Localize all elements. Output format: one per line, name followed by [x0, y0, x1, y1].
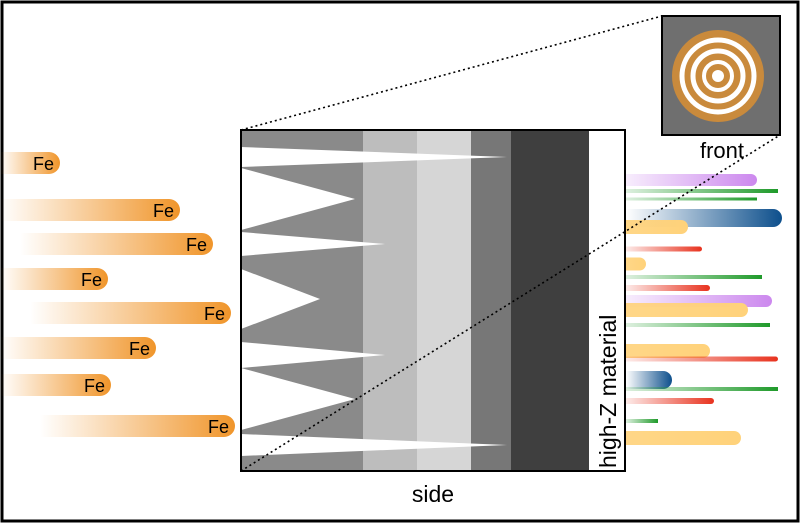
fragment-track-icon [626, 189, 778, 193]
fragment-track-icon [626, 303, 748, 317]
ion-label: Fe [186, 235, 207, 255]
track-cone [241, 368, 355, 430]
track-cone [241, 434, 507, 456]
front-label: front [700, 138, 744, 163]
ion-beam-icon: Fe [0, 199, 180, 221]
track-cone [241, 342, 385, 368]
fragment-track-icon [626, 431, 741, 445]
fragment-track-icon [626, 197, 757, 201]
fragment-track-icon [626, 220, 688, 234]
ion-label: Fe [81, 270, 102, 290]
fragment-track-icon [626, 246, 703, 252]
fragment-track-icon [626, 344, 710, 358]
track-cone [241, 232, 385, 256]
ion-label: Fe [129, 339, 150, 359]
zoom-line [240, 15, 663, 131]
ion-label: Fe [204, 304, 225, 324]
fragment-track-icon [626, 387, 778, 391]
ion-beam-icon: Fe [0, 152, 60, 174]
material-label: high-Z material [595, 315, 621, 468]
layer-dark [511, 130, 589, 471]
concentric-rings-icon [672, 30, 764, 122]
ion-label: Fe [153, 201, 174, 221]
ion-label: Fe [33, 154, 54, 174]
ion-label: Fe [84, 376, 105, 396]
ion-beam-icon: Fe [0, 268, 108, 290]
zoom-line [240, 134, 781, 472]
front-view-inset [661, 15, 781, 136]
fragment-track-icon [626, 174, 757, 186]
fragment-track-icon [626, 371, 672, 389]
fragment-track-icon [626, 323, 770, 327]
target-block: high-Z material [240, 129, 626, 472]
fragment-track-icon [626, 257, 647, 271]
ion-beam-icon: Fe [0, 337, 156, 359]
layer-high-z [589, 130, 625, 471]
layer-lighter [417, 130, 471, 471]
layer-light [363, 130, 417, 471]
target-block-border [240, 129, 626, 472]
fragment-tracks [626, 174, 782, 445]
ion-beam-icon: Fe [30, 302, 231, 324]
fragment-track-icon [626, 398, 714, 404]
ion-beam-icon: Fe [40, 415, 235, 437]
track-cone [241, 147, 507, 167]
ion-label: Fe [208, 417, 229, 437]
track-cone [241, 168, 355, 230]
fragment-track-icon [626, 419, 658, 423]
ion-beam-icon: Fe [20, 233, 213, 255]
ion-beam-icon: Fe [0, 374, 111, 396]
fragment-track-icon [626, 275, 762, 279]
fragment-track-icon [626, 356, 778, 362]
fragment-track-icon [626, 285, 710, 291]
layer-mid [471, 130, 511, 471]
track-cone [241, 269, 320, 329]
side-label: side [412, 481, 454, 507]
